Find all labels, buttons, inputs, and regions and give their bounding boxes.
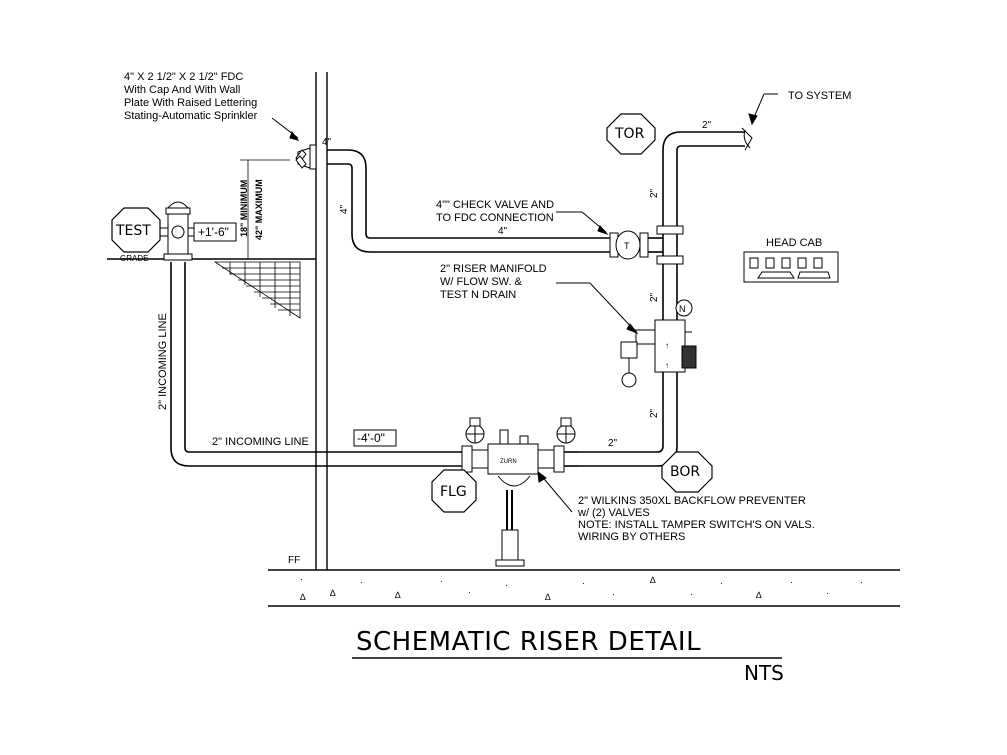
svg-text:·: · bbox=[612, 589, 615, 599]
fdc-piping: T bbox=[309, 144, 684, 265]
head-cabinet: HEAD CAB bbox=[743, 237, 839, 283]
svg-text:·: · bbox=[720, 578, 723, 588]
svg-text:T: T bbox=[624, 241, 630, 251]
riser-manifold: N ↑ ↑ bbox=[620, 299, 697, 388]
leaders bbox=[271, 93, 778, 513]
tag-flg: FLG bbox=[431, 469, 477, 513]
tag-flg-label: FLG bbox=[440, 484, 467, 500]
svg-text:·: · bbox=[826, 588, 829, 598]
backflow-note-line-1: 2" WILKINS 350XL BACKFLOW PREVENTER bbox=[578, 495, 806, 507]
svg-text:N: N bbox=[679, 304, 686, 314]
svg-text:↑: ↑ bbox=[665, 341, 669, 350]
fdc-note-line-3: Plate With Raised Lettering bbox=[124, 97, 257, 109]
tag-bor: BOR bbox=[661, 451, 713, 493]
tag-tor: TOR bbox=[606, 113, 656, 155]
svg-text:·: · bbox=[582, 578, 585, 588]
svg-text:∆: ∆ bbox=[650, 575, 656, 585]
svg-text:∆: ∆ bbox=[756, 590, 762, 600]
tag-tor-label: TOR bbox=[614, 126, 645, 142]
svg-text:↑: ↑ bbox=[665, 361, 669, 370]
tag-bor-label: BOR bbox=[670, 464, 700, 480]
svg-text:·: · bbox=[860, 577, 863, 587]
svg-text:·: · bbox=[790, 577, 793, 587]
dim-plus-box: +1'-6" bbox=[193, 222, 237, 242]
incoming-line-horizontal bbox=[189, 445, 678, 467]
svg-text:·: · bbox=[505, 580, 508, 590]
incoming-line-vertical-label: 2" INCOMING LINE bbox=[157, 313, 169, 410]
to-system-label: TO SYSTEM bbox=[788, 90, 851, 102]
svg-text:·: · bbox=[440, 576, 443, 586]
svg-text:·: · bbox=[690, 589, 693, 599]
tag-test-label: TEST bbox=[115, 223, 151, 239]
svg-text:·: · bbox=[360, 577, 363, 587]
tag-test: TEST bbox=[111, 207, 161, 253]
dim-minus-box: -4'-0" bbox=[353, 429, 397, 447]
max-height-label: 42" MAXIMUM bbox=[254, 179, 264, 240]
fdc-fitting bbox=[295, 147, 311, 169]
check-valve-note-line-1: 4"" CHECK VALVE AND bbox=[436, 199, 554, 211]
size-riser-lower: 2" bbox=[649, 408, 660, 418]
annotations: 4" X 2 1/2" X 2 1/2" FDC With Cap And Wi… bbox=[120, 71, 851, 566]
floor-slab: · ∆ · ∆ · · · ∆ · · ∆ · · ∆ · · · ∆ bbox=[268, 569, 900, 607]
dim-minus-label: -4'-0" bbox=[357, 431, 385, 445]
grade-label: GRADE bbox=[120, 254, 148, 263]
manifold-note-line-2: W/ FLOW SW. & bbox=[440, 276, 523, 288]
svg-text:∆: ∆ bbox=[395, 590, 401, 600]
min-height-label: 18" MINIMUM bbox=[239, 180, 249, 237]
size-riser-upper: 2" bbox=[649, 188, 660, 198]
ff-label: FF bbox=[288, 555, 300, 566]
fdc-note-line-2: With Cap And With Wall bbox=[124, 84, 240, 96]
backflow-preventer: ZURN bbox=[461, 417, 578, 567]
manifold-note-line-3: TEST N DRAIN bbox=[440, 289, 516, 301]
grade-line bbox=[107, 258, 316, 319]
fire-hydrant bbox=[157, 201, 197, 261]
size-top-horizontal: 2" bbox=[702, 120, 712, 131]
backflow-note-line-2: w/ (2) VALVES bbox=[577, 507, 650, 519]
size-bottom-horizontal: 2" bbox=[608, 438, 618, 449]
svg-text:∆: ∆ bbox=[545, 592, 551, 602]
size-fdc-horizontal: 4" bbox=[498, 226, 508, 237]
size-riser-middle: 2" bbox=[649, 292, 660, 302]
page-title: SCHEMATIC RISER DETAIL bbox=[356, 627, 701, 657]
fdc-height-dimension: 18" MINIMUM 42" MAXIMUM bbox=[239, 159, 290, 259]
backflow-note-line-4: WIRING BY OTHERS bbox=[578, 531, 685, 543]
incoming-line-horizontal-label: 2" INCOMING LINE bbox=[212, 436, 309, 448]
page-subtitle: NTS bbox=[744, 661, 784, 685]
svg-text:∆: ∆ bbox=[330, 588, 336, 598]
check-valve-note-line-2: TO FDC CONNECTION bbox=[436, 212, 554, 224]
backflow-brand-tag: ZURN bbox=[500, 459, 517, 465]
dim-plus-label: +1'-6" bbox=[198, 225, 229, 239]
title-block: SCHEMATIC RISER DETAIL NTS bbox=[352, 627, 784, 685]
fdc-note-line-1: 4" X 2 1/2" X 2 1/2" FDC bbox=[124, 71, 243, 83]
size-fdc-side: 4" bbox=[339, 204, 350, 214]
backflow-note-line-3: NOTE: INSTALL TAMPER SWITCH'S ON VALS. bbox=[578, 519, 815, 531]
fdc-note-line-4: Stating-Automatic Sprinkler bbox=[124, 110, 258, 122]
head-cab-label: HEAD CAB bbox=[766, 237, 822, 249]
svg-text:·: · bbox=[300, 574, 303, 584]
size-fdc-top: 4" bbox=[322, 137, 332, 148]
incoming-line-vertical bbox=[170, 262, 190, 467]
svg-text:∆: ∆ bbox=[300, 592, 306, 602]
riser bbox=[662, 127, 753, 446]
svg-text:·: · bbox=[468, 587, 471, 597]
manifold-note-line-1: 2" RISER MANIFOLD bbox=[440, 263, 547, 275]
